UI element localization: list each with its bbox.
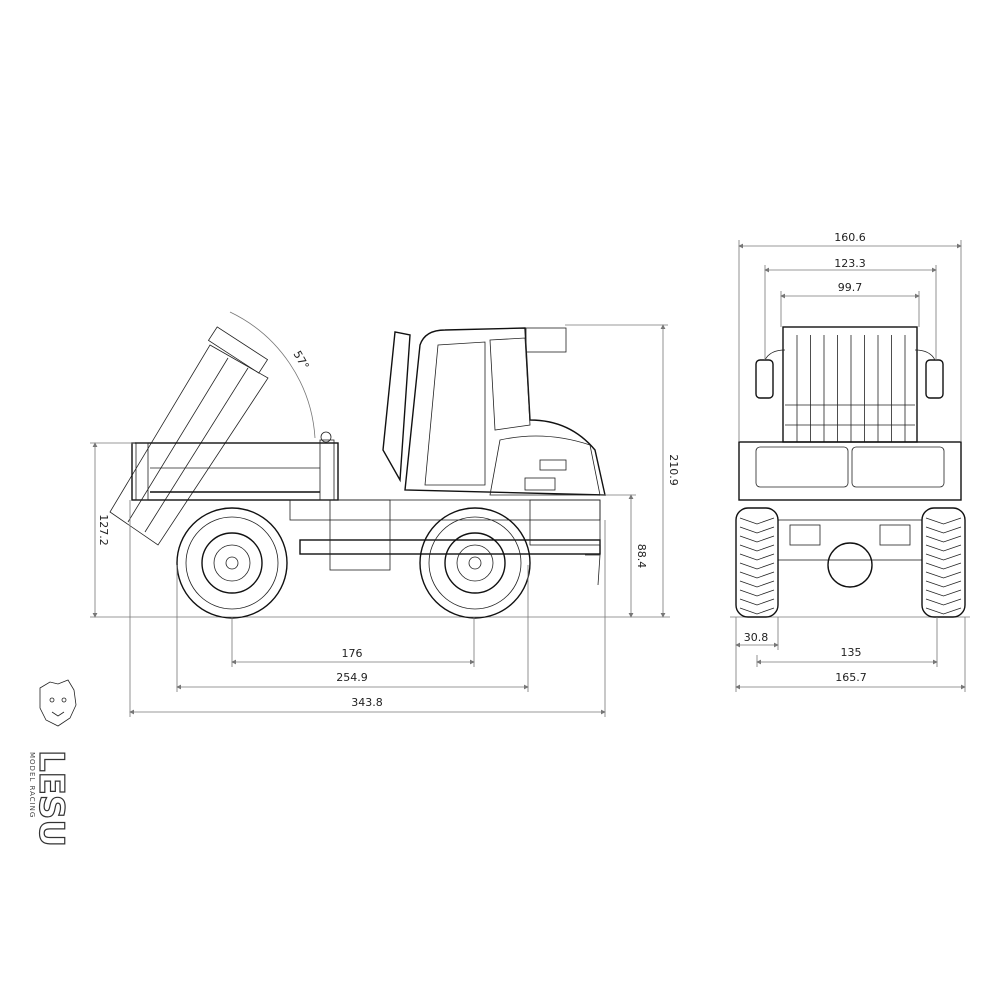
dim-wheelbase: 176: [342, 647, 363, 660]
tipped-bed: [109, 311, 316, 546]
dim-cab-width: 99.7: [838, 281, 863, 294]
rear-wheel: [176, 507, 288, 619]
tire-tread: [739, 598, 775, 606]
tire-tread: [739, 589, 775, 597]
front-axle: [777, 519, 923, 588]
tire-tread: [925, 589, 962, 597]
tire-tread: [739, 562, 775, 570]
tire-tread: [739, 607, 775, 615]
tire-tread: [925, 571, 962, 579]
tire-tread: [925, 598, 962, 606]
tire-tread: [925, 553, 962, 561]
tire-tread: [925, 607, 962, 615]
dim-mirror-width: 123.3: [834, 257, 866, 270]
dim-bed-width: 160.6: [834, 231, 866, 244]
tire-tread: [739, 571, 775, 579]
tire-tread: [925, 535, 962, 543]
dim-bed-height: 127.2: [97, 514, 110, 546]
chassis: [289, 499, 601, 586]
dim-tire-width: 30.8: [744, 631, 769, 644]
front-dimensions: 160.6 123.3 99.7 30.8 135 165.7: [735, 231, 966, 692]
dump-bed: [131, 431, 339, 501]
tire-tread: [739, 544, 775, 552]
cab-grille: [782, 326, 918, 443]
logo-tagline: MODEL RACING: [28, 752, 36, 818]
lesu-logo: LESU MODEL RACING: [28, 679, 77, 848]
dim-wheel-span: 254.9: [336, 671, 368, 684]
tire-tread: [925, 544, 962, 552]
tire-tread: [925, 526, 962, 534]
side-view: 127.2 210.9 88.4 176 254.9 343.8 57°: [90, 311, 680, 717]
tire-tread: [925, 562, 962, 570]
dim-overall-height: 210.9: [667, 454, 680, 486]
front-view: 160.6 123.3 99.7 30.8 135 165.7: [730, 231, 970, 692]
logo-brand: LESU: [31, 750, 71, 847]
lion-head-icon: [39, 679, 77, 727]
tire-tread: [739, 535, 775, 543]
tire-tread: [739, 517, 775, 525]
mirrors: [755, 349, 944, 399]
dim-track: 135: [841, 646, 862, 659]
dim-overall-length: 343.8: [351, 696, 383, 709]
tire-tread: [925, 517, 962, 525]
side-dimensions: 127.2 210.9 88.4 176 254.9 343.8 57°: [90, 324, 680, 717]
dim-tipping-angle: 57°: [291, 349, 312, 372]
cab: [382, 327, 606, 496]
tire-tread: [739, 553, 775, 561]
tire-tread: [925, 580, 962, 588]
front-wheel: [419, 507, 531, 619]
front-bed: [738, 441, 962, 501]
front-tires: [735, 507, 966, 618]
dim-overall-width: 165.7: [835, 671, 867, 684]
dim-frame-height: 88.4: [635, 544, 648, 569]
tire-tread: [739, 580, 775, 588]
tire-tread: [739, 526, 775, 534]
